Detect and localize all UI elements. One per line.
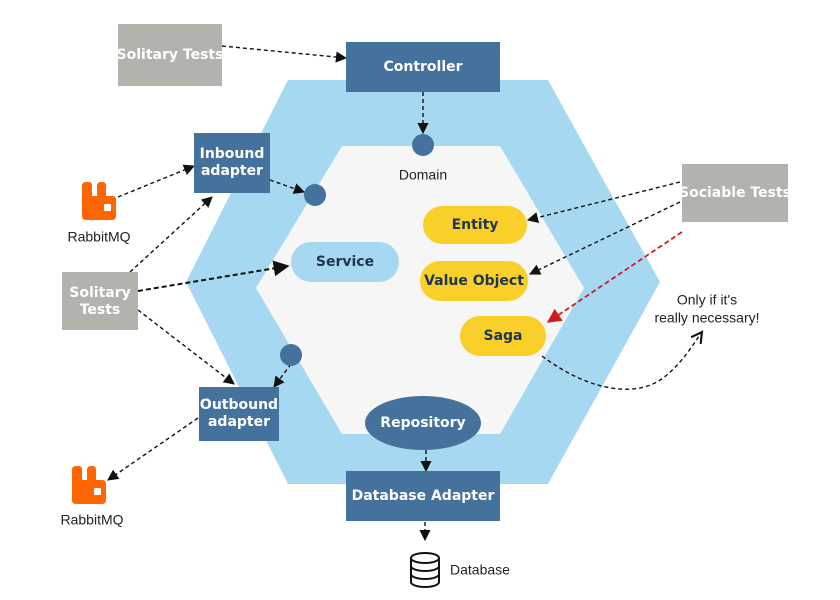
service-pill: Service [291, 242, 399, 282]
entity-label: Entity [452, 217, 499, 233]
service-label: Service [316, 254, 374, 270]
rabbitmq-icon [82, 182, 116, 220]
repository-ellipse: Repository [365, 396, 481, 450]
value-object-pill: Value Object [420, 261, 528, 301]
arrow-solitary-to-inbound [129, 196, 213, 273]
controller-box: Controller [346, 42, 500, 92]
outbound-port [280, 344, 302, 366]
value-object-label: Value Object [424, 273, 524, 289]
note-label-line1: Only if it's [677, 292, 737, 308]
inbound-port [304, 184, 326, 206]
database-label: Database [450, 562, 510, 578]
note-label-line2: really necessary! [654, 310, 759, 326]
arrow-solitary-to-service [137, 260, 290, 292]
arrow-solitary-to-controller [221, 45, 348, 63]
saga-label: Saga [484, 328, 523, 344]
domain-port [412, 134, 434, 156]
database-adapter-label: Database Adapter [352, 488, 495, 504]
arrow-outbound-to-rabbitmq [107, 417, 199, 481]
arrow-inbound-to-port [269, 179, 306, 194]
arrow-saga-to-note [541, 330, 704, 390]
rabbitmq-icon [72, 466, 106, 504]
rabbitmq-bottom-label: RabbitMQ [60, 512, 123, 528]
outbound-adapter-box: Outbound adapter [199, 387, 279, 441]
arrow-rabbitmq-to-inbound [117, 164, 196, 198]
sociable-tests-box: Sociable Tests [679, 164, 791, 222]
database-adapter-box: Database Adapter [346, 471, 500, 521]
sociable-tests-label: Sociable Tests [679, 185, 791, 201]
database-icon [410, 552, 440, 588]
outbound-adapter-label-line2: adapter [208, 414, 270, 430]
domain-label: Domain [399, 167, 447, 183]
solitary-tests-top-label: Solitary Tests [117, 47, 224, 63]
arrow-sociable-to-entity [526, 181, 681, 223]
solitary-tests-left-label-line2: Tests [80, 302, 121, 318]
solitary-tests-top-box: Solitary Tests [117, 24, 224, 86]
arrow-solitary-to-outbound [137, 309, 235, 385]
inbound-adapter-box: Inbound adapter [194, 133, 270, 193]
inbound-adapter-label-line2: adapter [201, 163, 263, 179]
saga-pill: Saga [460, 316, 546, 356]
controller-label: Controller [383, 59, 462, 75]
connections [107, 45, 704, 542]
solitary-tests-left-label-line1: Solitary [69, 285, 130, 301]
solitary-tests-left-box: Solitary Tests [62, 272, 138, 330]
arrow-port-to-outbound [273, 363, 292, 388]
inbound-adapter-label-line1: Inbound [200, 146, 265, 162]
arrow-sociable-to-saga-warning [546, 231, 683, 323]
rabbitmq-top-label: RabbitMQ [67, 229, 130, 245]
repository-label: Repository [380, 415, 465, 431]
entity-pill: Entity [423, 206, 527, 244]
outbound-adapter-label-line1: Outbound [200, 397, 278, 413]
